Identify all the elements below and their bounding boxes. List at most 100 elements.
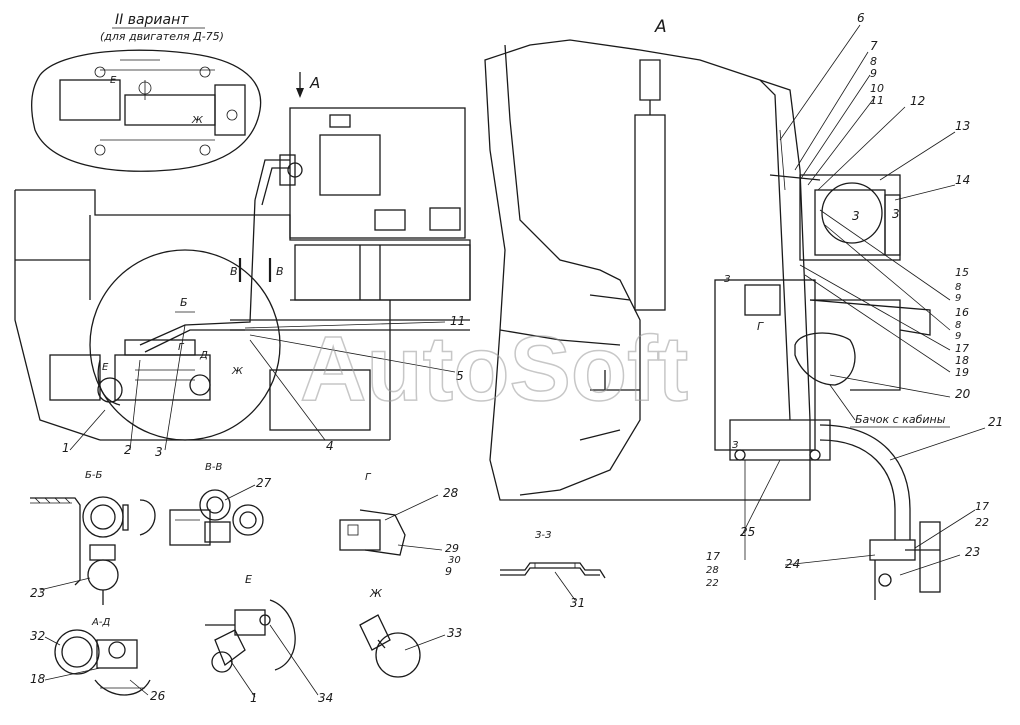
callout-20: 20 [955,387,971,401]
leader-30 [397,544,443,551]
detail-circle [89,249,281,441]
section-e-detail [205,599,296,673]
callout-27: 31 [570,596,585,610]
callout-6: 6 [857,11,865,25]
callout-9: 9 [870,67,877,80]
callout-22-c: 22 [706,578,719,589]
section-ad-detail [54,629,151,696]
view-e-label: Е [245,573,252,586]
callout-29: 28 [443,486,459,500]
cab-tank-leader [829,384,856,421]
callout-15: 15 [955,266,969,279]
callout-7: 7 [870,39,878,53]
callout-15-9: 9 [955,293,961,304]
callout-8: 8 [870,55,877,68]
callout-34: 34 [318,691,333,705]
callout-17-b: 17 [975,500,989,513]
callout-24: 24 [785,557,800,571]
view-vv-label: В-В [205,462,222,473]
leader-33 [404,634,446,651]
mark-v-1: В [230,265,238,278]
callout-15-8: 8 [955,282,961,293]
mark-z-2: З [732,440,739,451]
variant-inset [31,49,262,172]
inset-mark-zh: Ж [191,115,204,126]
callout-23-b: 23 [30,586,45,600]
callout-3: 3 [155,445,163,459]
heater-mark-3-left: 3 [852,209,860,223]
callout-1: 1 [62,441,70,455]
leader-26 [129,679,149,696]
callout-11-right: 11 [870,94,884,107]
view-a-top-label: А [309,74,320,92]
variant-subtitle: (для двигателя Д-75) [100,30,224,43]
callout-17-c: 17 [706,550,720,563]
leader-34 [269,624,319,696]
view-ad-label: А-Д [91,617,110,628]
callout-14: 14 [955,173,970,187]
pump-assembly [49,154,303,406]
section-vv-detail [169,489,264,546]
callout-1-b: 1 [250,691,258,705]
leader-27 [554,571,576,601]
mark-g-heater: Г [757,320,764,333]
leader-18-b [44,667,101,681]
callout-12: 12 [910,94,925,108]
watermark: AutoSoft [300,318,688,420]
callout-11-left: 11 [450,314,465,328]
callout-16-8: 8 [955,320,961,331]
section-zz-detail [500,562,606,579]
leader-23-b [39,577,91,591]
callout-5: 5 [456,369,464,383]
mark-v-2: В [276,265,284,278]
callout-19: 19 [955,366,969,379]
callout-16: 16 [955,306,969,319]
mark-e: Е [102,362,109,373]
view-a-right-label: А [654,17,667,37]
section-zh-detail [359,614,421,678]
callout-18: 18 [955,354,969,367]
leaders-left [69,321,456,451]
callout-10: 10 [870,82,884,95]
view-a-arrowhead [296,88,304,98]
leader-28 [224,484,256,501]
leader-29 [384,494,439,521]
leader-1-b [229,659,256,698]
mark-zh: Ж [231,366,244,377]
callout-28-c: 28 [706,565,719,576]
inset-mark-e: Е [110,75,117,86]
view-zz-label: З-З [535,530,552,541]
section-g-detail [339,509,406,556]
mark-d: Д [199,350,208,361]
callout-4: 4 [326,439,334,453]
variant-title: II вариант [115,12,189,28]
callout-17: 17 [955,342,969,355]
leaders-right [741,24,986,576]
callout-31: 9 [445,565,452,578]
view-bb-label: Б-Б [85,470,102,481]
callout-33: 33 [447,626,462,640]
callout-32: 32 [30,629,45,643]
callout-25: 25 [740,525,755,539]
view-zh-label: Ж [369,587,383,600]
callout-28-v: 27 [256,476,272,490]
callout-18-b: 18 [30,672,46,686]
callout-30: 29 [445,542,459,555]
mark-b: Б [180,296,188,309]
callout-13: 13 [955,119,970,133]
callout-21: 21 [988,415,1003,429]
callout-30-9: 30 [448,555,461,566]
callout-16-9: 9 [955,331,961,342]
callout-23: 23 [965,545,980,559]
callout-26: 26 [150,689,166,703]
heater-mark-3-right: 3 [892,207,900,221]
callout-2: 2 [124,443,132,457]
callout-22: 22 [975,516,989,529]
cab-tank-annotation: Бачок с кабины [855,413,946,426]
mark-z-1: З [724,274,731,285]
section-bb-detail [30,496,156,605]
tractor-front-view [14,107,471,441]
leader-32 [44,636,61,646]
